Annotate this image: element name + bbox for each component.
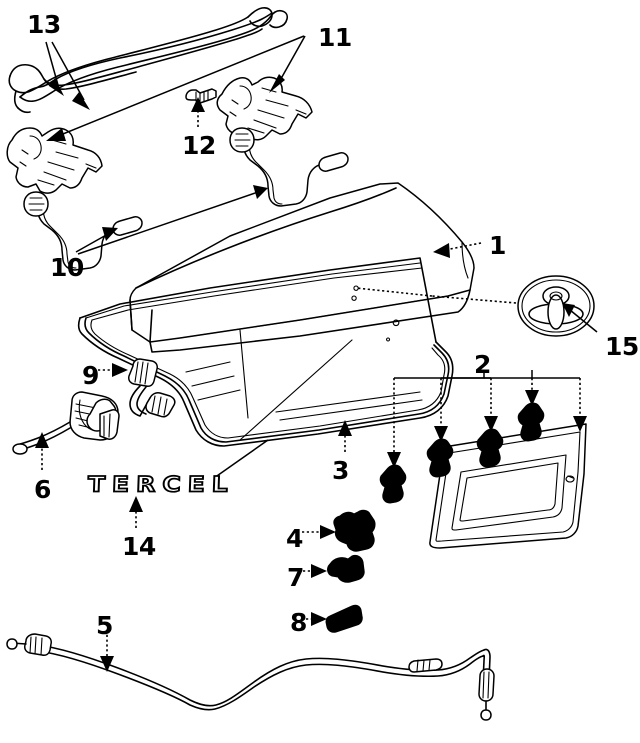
callout-label-11: 11 [318,23,352,52]
leader-8 [306,612,327,626]
hinge-bolt-pin-part [185,88,217,104]
lock-retainer-clip-part [327,554,365,583]
trunk-weatherstrip-seal-part [77,257,454,447]
callout-label-3: 3 [332,456,349,485]
leader-15 [355,287,598,333]
torsion-bar-hinge-arm-left [23,191,143,271]
leader-7 [303,564,327,578]
callout-label-6: 6 [34,475,51,504]
toyota-emblem-part [517,275,595,337]
license-panel-clip-4 [517,402,545,442]
leader-6 [35,432,49,470]
leader-11 [46,35,306,141]
callout-label-2: 2 [474,350,491,379]
trunk-lid-panel-part [129,182,475,353]
trunk-lid-hinge-right [216,76,313,141]
torsion-bar-hinge-arm-right [229,127,349,207]
callout-label-7: 7 [287,563,304,592]
license-panel-clip-3 [476,428,504,468]
leader-4 [302,525,336,539]
callout-label-14: 14 [122,532,156,561]
leader-13 [45,41,90,110]
leader-5 [100,630,114,672]
leader-14 [129,496,143,528]
trunk-lid-hinge-left [6,127,103,194]
leader-1 [433,242,482,258]
tercel-badge-leader [213,439,269,479]
callout-label-8: 8 [290,608,307,637]
callout-label-5: 5 [96,611,113,640]
trunk-lock-striker-part [333,509,376,552]
callout-label-9: 9 [82,361,99,390]
callout-label-12: 12 [182,131,216,160]
leader-3 [338,420,352,452]
leader-10 [75,185,268,255]
leader-9 [98,363,128,377]
trunk-lock-assembly-part [12,391,120,455]
callout-label-13: 13 [27,10,61,39]
leader-12 [191,97,205,127]
license-panel-garnish-part [429,423,587,549]
license-panel-clip-2 [426,438,454,478]
tercel-name-badge: TERCEL [87,471,236,497]
callout-label-15: 15 [605,332,639,361]
cable-grommet-clip-part [325,604,363,633]
callout-label-10: 10 [50,253,84,282]
leader-2 [387,370,587,468]
callout-label-1: 1 [489,231,506,260]
trunk-release-cable-part [6,633,495,721]
callout-label-4: 4 [286,524,303,553]
license-panel-clip-1 [379,464,407,504]
lock-cylinder-switch-part [128,358,176,418]
